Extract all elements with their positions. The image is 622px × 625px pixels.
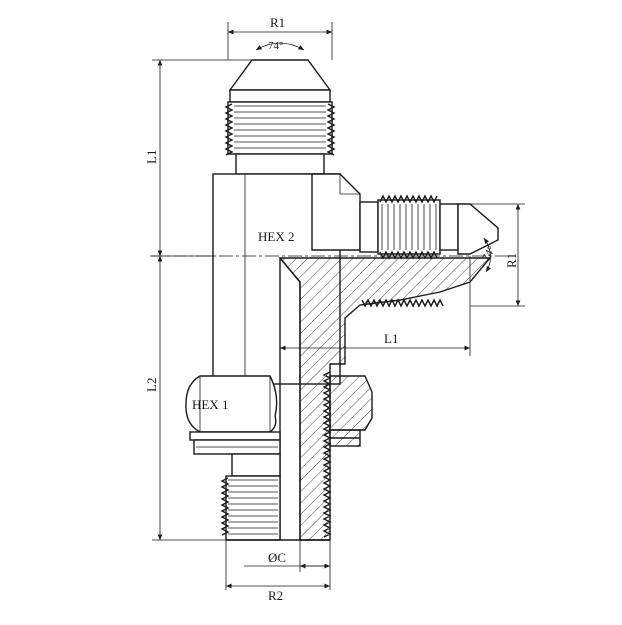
hex1-nut [185, 375, 281, 455]
bottom-thread [220, 477, 278, 536]
l1-left-label: L1 [144, 150, 159, 164]
r2-label: R2 [268, 588, 283, 603]
right-flare-connector [359, 194, 499, 260]
top-thread-right-teeth [326, 103, 336, 156]
section-thread-horizontal [361, 298, 444, 308]
bottom-thread-left-teeth [220, 477, 230, 536]
l1-branch-label: L1 [384, 331, 398, 346]
dia-c-label: ØC [268, 550, 286, 565]
right-thread [379, 194, 438, 260]
right-thread-bottom-teeth [379, 250, 438, 260]
top-flare-connector [224, 59, 336, 175]
top-thread [224, 103, 336, 156]
l2-left-label: L2 [144, 378, 159, 392]
cross-section [278, 257, 492, 541]
section-vertical-teeth [322, 371, 332, 538]
hex2-label: HEX 2 [258, 229, 294, 244]
section-thread-vertical [322, 371, 332, 538]
r1-right-label: R1 [504, 253, 519, 268]
angle-top-label: 74° [268, 40, 283, 52]
top-thread-left-teeth [224, 103, 234, 156]
bottom-stud [220, 453, 330, 541]
dimension-lines [152, 22, 525, 590]
right-thread-top-teeth [379, 194, 438, 204]
hex1-label: HEX 1 [192, 397, 228, 412]
section-horizontal-teeth [361, 298, 444, 308]
r1-top-label: R1 [270, 15, 285, 30]
